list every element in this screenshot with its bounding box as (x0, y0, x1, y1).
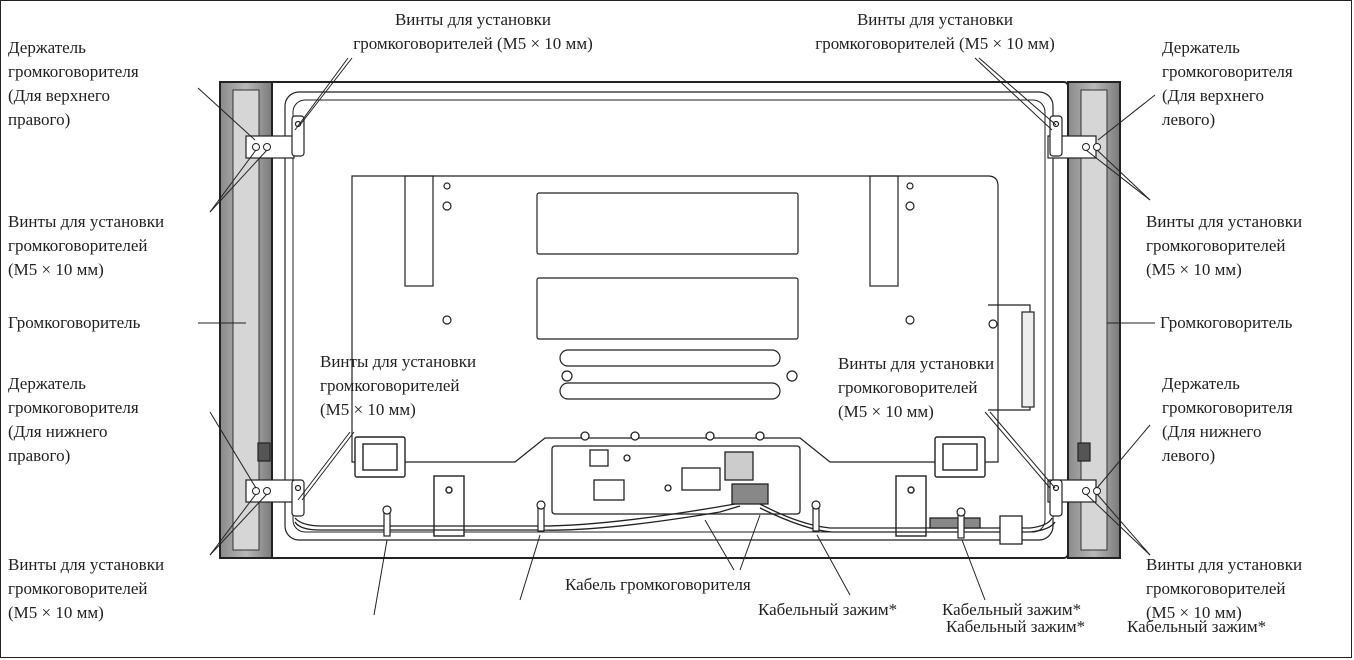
label-speaker-right: Громкоговоритель (1160, 313, 1293, 332)
label-holder-lower-right: Держатель громкоговорителя (Для нижнего … (8, 374, 139, 465)
label-screws-right-lower: Винты для установки громкоговорителей (M… (1146, 555, 1303, 622)
label-screws-left-lower: Винты для установки громкоговорителей (M… (8, 555, 165, 622)
label-screws-top-right: Винты для установки громкоговорителей (M… (815, 10, 1055, 53)
right-speaker (1067, 81, 1121, 559)
label-screws-left-upper: Винты для установки громкоговорителей (M… (8, 212, 165, 279)
label-holder-lower-left: Держатель громкоговорителя (Для нижнего … (1162, 374, 1293, 465)
left-speaker (219, 81, 273, 559)
leader-lines (197, 57, 1156, 616)
label-speaker-left: Громкоговоритель (8, 313, 141, 332)
speaker-cables (294, 503, 1056, 545)
label-holder-upper-right: Держатель громкоговорителя (Для верхнего… (8, 38, 139, 129)
label-cable-clamp-4: Кабельный зажим* (1127, 617, 1267, 636)
cable-clamps (382, 500, 966, 539)
label-screws-right-upper: Винты для установки громкоговорителей (M… (1146, 212, 1303, 279)
label-cable-clamp-2: Кабельный зажим* (942, 600, 1082, 619)
label-speaker-cable: Кабель громкоговорителя (565, 575, 751, 594)
back-panel (351, 175, 1035, 463)
label-holder-upper-left: Держатель громкоговорителя (Для верхнего… (1162, 38, 1293, 129)
label-screws-center-right: Винты для установки громкоговорителей (M… (838, 354, 995, 421)
label-cable-clamp-1: Кабельный зажим* (758, 600, 898, 619)
label-screws-center-left: Винты для установки громкоговорителей (M… (320, 352, 477, 419)
terminal-box (551, 431, 801, 515)
label-cable-clamp-3: Кабельный зажим* (946, 617, 1086, 636)
label-screws-top-left: Винты для установки громкоговорителей (M… (353, 10, 593, 53)
